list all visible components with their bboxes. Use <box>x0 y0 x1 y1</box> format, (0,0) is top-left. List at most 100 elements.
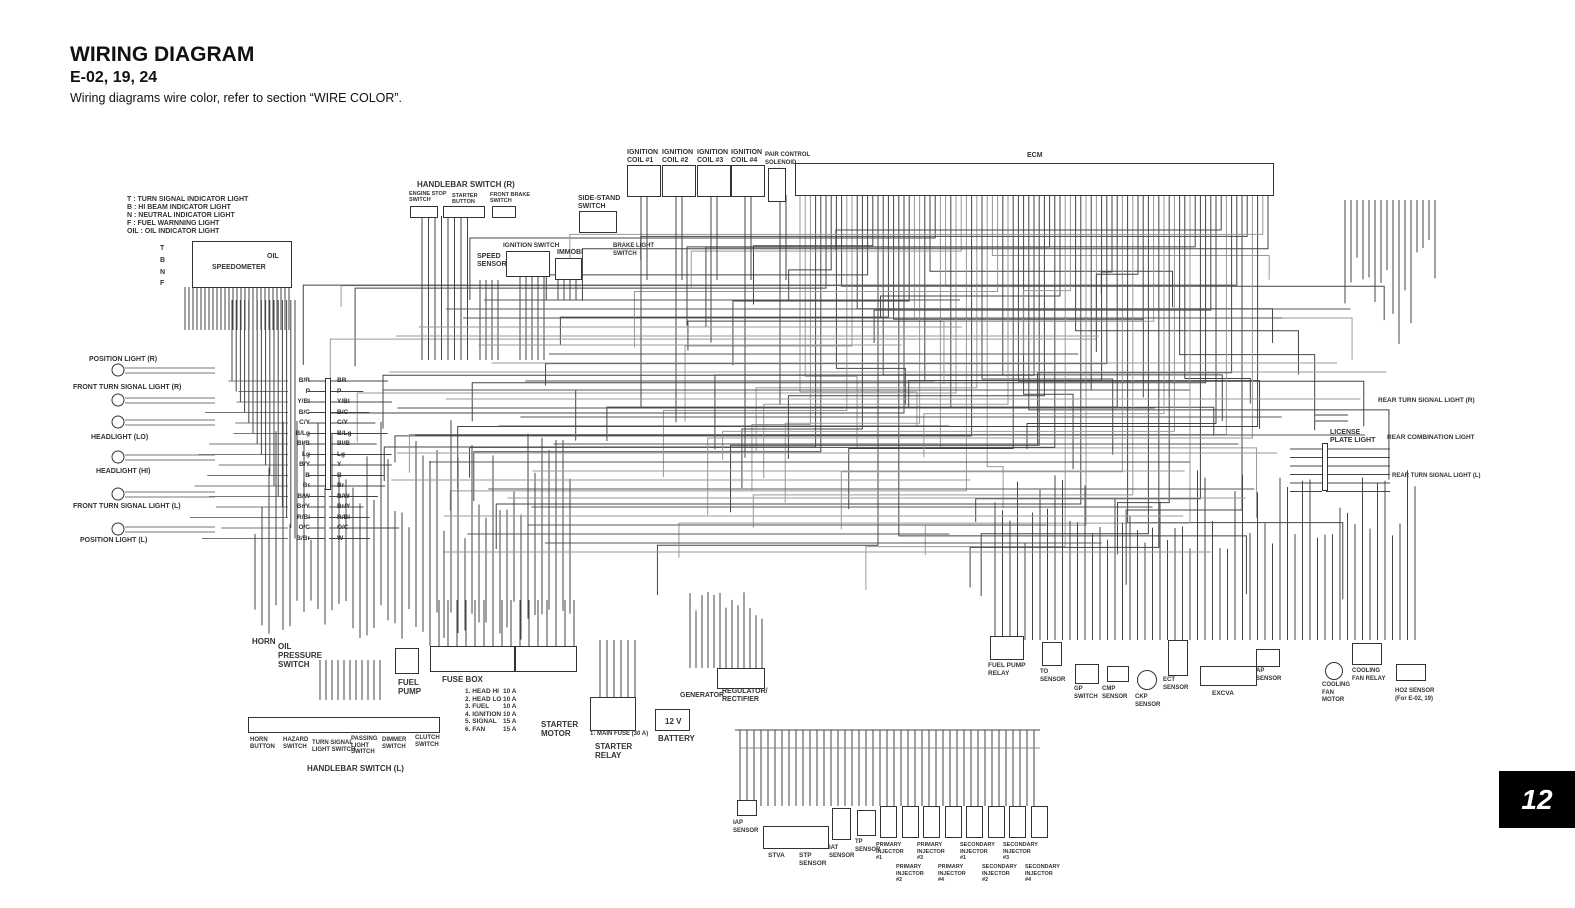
ignition-coil-3: IGNITION COIL #3 <box>697 149 729 164</box>
battery: BATTERY <box>658 734 695 743</box>
rear-joint-connector <box>1322 443 1328 491</box>
passing-light-switch: PASSING LIGHT SWITCH <box>351 736 378 755</box>
cooling-fan-motor: COOLING FAN MOTOR <box>1322 682 1350 703</box>
fuel-pump-relay-box <box>990 636 1024 660</box>
cmp-sensor: CMP SENSOR <box>1102 686 1128 700</box>
wire <box>943 195 1155 384</box>
indicator-f: F <box>160 280 165 287</box>
wire-label: B/Y <box>299 461 310 468</box>
speed-sensor: SPEED SENSOR <box>477 253 507 268</box>
starter-button: STARTER BUTTON <box>452 193 478 205</box>
iat-sensor: IAT SENSOR <box>829 845 855 859</box>
speedometer-label: SPEEDOMETER <box>212 264 266 271</box>
wire <box>1116 195 1170 555</box>
wire <box>559 195 889 346</box>
battery-box <box>655 709 690 731</box>
lamp-icon <box>111 415 125 429</box>
legend-item: B : HI BEAM INDICATOR LIGHT <box>127 204 231 211</box>
wire <box>329 195 1097 404</box>
page-number-tab: 12 <box>1499 771 1575 828</box>
wire <box>473 195 822 501</box>
wire <box>326 195 905 455</box>
model-codes: E-02, 19, 24 <box>70 69 158 86</box>
iap-sensor: IAP SENSOR <box>733 820 759 834</box>
turn-signal-light-switch: TURN SIGNAL LIGHT SWITCH <box>312 740 356 753</box>
injector-box <box>987 806 1005 838</box>
gp-switch-box <box>1075 664 1099 684</box>
wire <box>752 195 1134 528</box>
wire <box>986 195 1004 509</box>
wire <box>394 195 973 463</box>
wire <box>799 195 918 427</box>
ignition-switch: IGNITION SWITCH <box>503 242 560 249</box>
wire <box>835 195 906 406</box>
oil-indicator-label: OIL <box>267 253 279 260</box>
cooling-fan-relay: COOLING FAN RELAY <box>1352 668 1386 682</box>
injector-box <box>944 806 962 838</box>
wire-label: P <box>305 387 310 395</box>
rear-turn-signal-r: REAR TURN SIGNAL LIGHT (R) <box>1378 397 1475 404</box>
wire <box>678 195 1191 558</box>
ignition-coil-4: IGNITION COIL #4 <box>731 149 763 164</box>
wire-label: B/Lg <box>337 429 352 437</box>
legend-item: F : FUEL WARNNING LIGHT <box>127 220 220 227</box>
indicator-n: N <box>160 269 166 276</box>
ecm-label: ECM <box>1027 152 1043 159</box>
rear-turn-signal-l: REAR TURN SIGNAL LIGHT (L) <box>1392 473 1481 479</box>
legend-item: T : TURN SIGNAL INDICATOR LIGHT <box>127 196 249 203</box>
fuse-name: 2. HEAD LO <box>465 695 502 703</box>
starter-relay-box <box>590 697 636 731</box>
wire-label: Br <box>337 482 345 489</box>
fuse-amp: 10 A <box>503 695 517 703</box>
wire <box>569 195 1264 274</box>
wire <box>1037 195 1233 446</box>
clutch-switch: CLUTCH SWITCH <box>415 735 440 748</box>
legend-item: N : NEUTRAL INDICATOR LIGHT <box>127 212 235 219</box>
lamp-icon <box>111 363 125 377</box>
lamp-icon <box>111 450 125 464</box>
starter-motor: STARTER MOTOR <box>541 720 579 738</box>
fuse-amp: 10 A <box>503 688 517 695</box>
gp-switch: GP SWITCH <box>1074 686 1098 700</box>
wire <box>848 195 1014 510</box>
wire <box>1017 195 1365 427</box>
wire <box>929 195 1174 308</box>
wire <box>684 195 853 422</box>
ignition-switch-box <box>506 251 550 277</box>
side-stand-switch-box <box>579 211 617 233</box>
wire <box>1028 195 1390 480</box>
wire-label: B/Br <box>296 534 310 542</box>
wire <box>606 195 1118 442</box>
joint-connector <box>325 378 331 490</box>
position-light-r: POSITION LIGHT (R) <box>89 356 158 363</box>
headlight-lo: HEADLIGHT (LO) <box>91 434 149 441</box>
wire-label: B/R <box>298 377 310 384</box>
injector-label: PRIMARY INJECTOR #4 <box>938 864 966 883</box>
wire-label: B <box>337 471 342 479</box>
wire-label: Br/Y <box>296 503 310 510</box>
ignition-coil-2: IGNITION COIL #2 <box>662 149 694 164</box>
headlight-hi: HEADLIGHT (HI) <box>96 468 151 475</box>
wire <box>980 195 1149 597</box>
wire <box>898 195 1247 595</box>
stva: STVA <box>768 852 785 859</box>
to-sensor-box <box>1042 642 1062 666</box>
wire <box>354 195 827 367</box>
pair-control-solenoid: PAIR CONTROL SOLENOID <box>765 152 811 166</box>
fuse-amp: 10 A <box>503 703 517 710</box>
excva-box <box>1200 666 1257 686</box>
ckp-sensor-box <box>1137 670 1157 690</box>
cooling-fan-motor-icon <box>1325 662 1343 680</box>
wire <box>545 195 869 301</box>
to-sensor: TO SENSOR <box>1040 669 1066 683</box>
wire <box>732 195 910 366</box>
fuse-name: 5. SIGNAL <box>465 718 497 725</box>
ignition-coil-1: IGNITION COIL #1 <box>627 149 659 164</box>
wire <box>1100 195 1113 294</box>
fuse-name: 6. FAN <box>465 725 486 733</box>
stp-sensor: STP SENSOR <box>799 852 827 867</box>
